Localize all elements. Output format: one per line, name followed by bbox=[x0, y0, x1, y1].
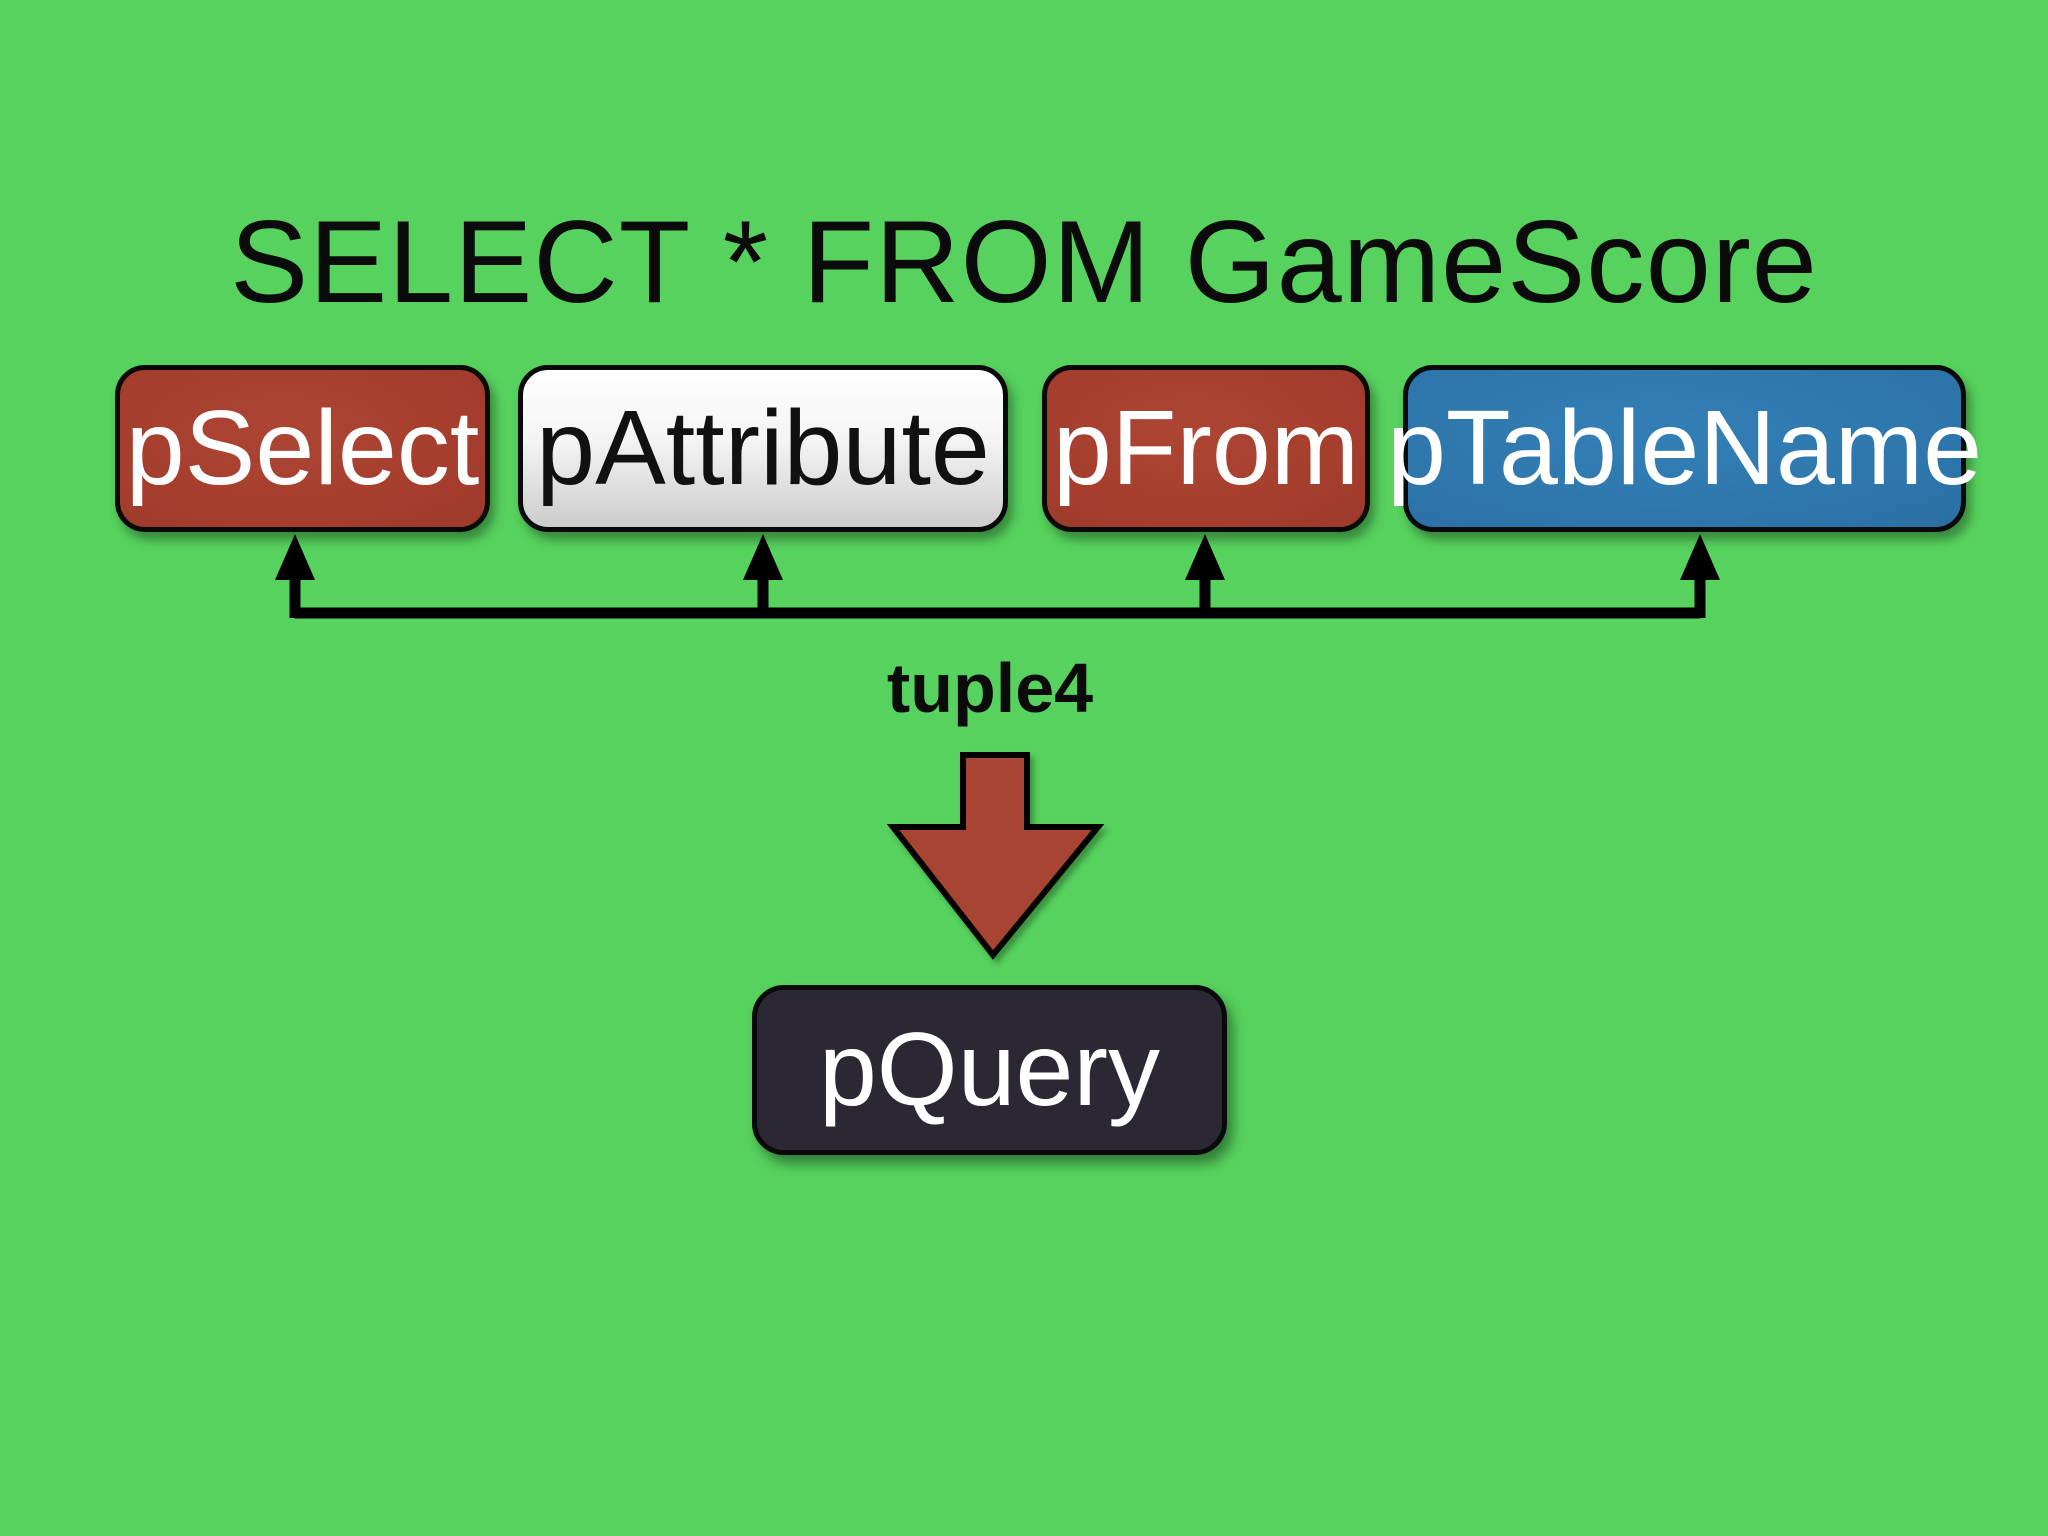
parser-box-pselect-label: pSelect bbox=[125, 389, 480, 507]
parser-box-ptablename-label: pTableName bbox=[1386, 389, 1983, 507]
up-arrow-icon bbox=[275, 534, 315, 580]
tuple-bracket-connector bbox=[275, 534, 1720, 619]
pquery-box: pQuery bbox=[752, 985, 1227, 1155]
parser-box-pfrom: pFrom bbox=[1042, 365, 1370, 532]
up-arrow-icon bbox=[1185, 534, 1225, 580]
up-arrow-icon bbox=[1680, 534, 1720, 580]
page-title: SELECT * FROM GameScore bbox=[230, 196, 1818, 327]
parser-box-pattribute: pAttribute bbox=[518, 365, 1008, 532]
parser-box-pattribute-label: pAttribute bbox=[536, 389, 990, 507]
parser-box-pfrom-label: pFrom bbox=[1052, 389, 1360, 507]
parser-box-ptablename: pTableName bbox=[1387, 365, 1982, 532]
down-arrow-icon bbox=[886, 752, 1105, 960]
tuple4-label: tuple4 bbox=[886, 649, 1094, 727]
parser-box-pselect: pSelect bbox=[115, 365, 490, 532]
pquery-box-label: pQuery bbox=[818, 1011, 1161, 1128]
up-arrow-icon bbox=[743, 534, 783, 580]
